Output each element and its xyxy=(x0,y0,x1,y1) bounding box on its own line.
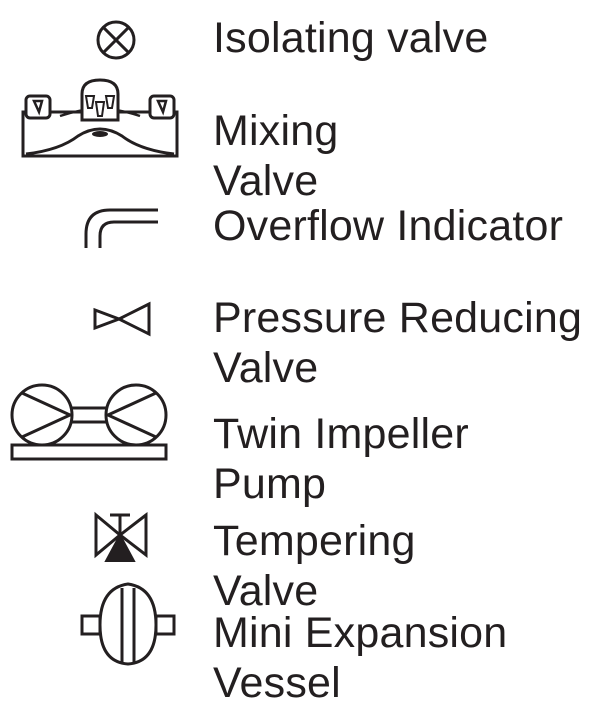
legend-label-pressure-reducing-valve: Pressure Reducing Valve xyxy=(213,294,583,392)
isolating-valve-icon xyxy=(94,18,138,62)
legend-label-tempering-valve: Tempering Valve xyxy=(213,517,416,615)
legend-label-overflow-indicator: Overflow Indicator xyxy=(213,202,564,250)
legend-label-mini-expansion-vessel: Mini Expansion Vessel xyxy=(213,609,508,707)
overflow-indicator-icon xyxy=(84,206,160,248)
legend-label-twin-impeller-pump: Twin Impeller Pump xyxy=(213,410,469,508)
mixing-valve-icon xyxy=(20,76,180,160)
twin-impeller-pump-icon xyxy=(8,381,170,463)
tempering-valve-icon xyxy=(94,509,154,563)
legend-label-isolating-valve: Isolating valve xyxy=(213,14,489,62)
legend-label-mixing-valve: Mixing Valve xyxy=(213,107,339,205)
mini-expansion-vessel-icon xyxy=(80,582,176,666)
pressure-reducing-valve-icon xyxy=(93,301,153,337)
